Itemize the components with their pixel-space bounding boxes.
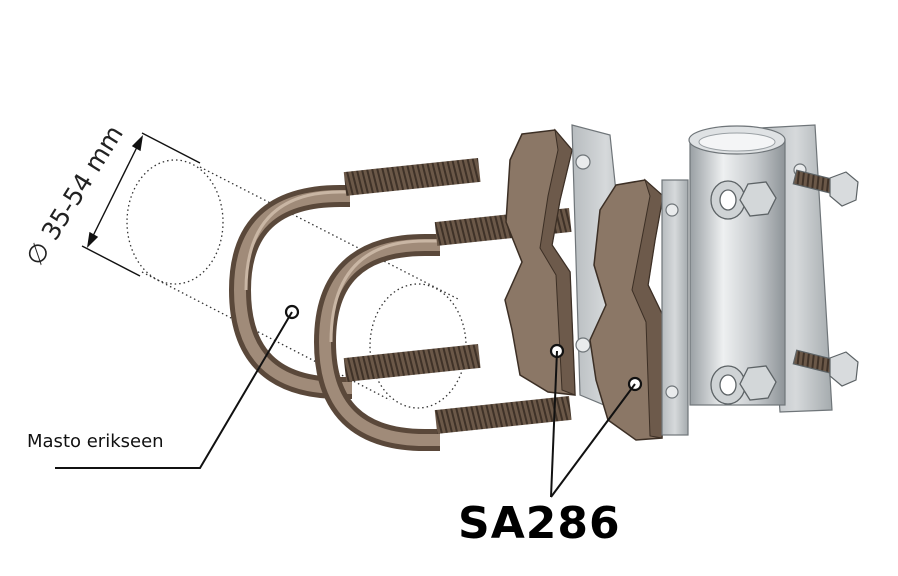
diameter-dimension xyxy=(81,132,201,277)
u-bolt-back xyxy=(228,157,481,399)
mast-sold-separately-label: Masto erikseen xyxy=(27,431,164,452)
u-bolt-callout-line xyxy=(55,311,293,469)
nuts-and-washers xyxy=(710,180,777,405)
clamp-jaw-front xyxy=(589,178,689,441)
clamp-jaw-back xyxy=(504,128,576,396)
side-bolts xyxy=(792,169,859,387)
jaw-front-leader-line xyxy=(550,383,636,498)
jaw-back-leader-line xyxy=(550,350,558,498)
part-number-label: SA286 xyxy=(458,498,621,549)
